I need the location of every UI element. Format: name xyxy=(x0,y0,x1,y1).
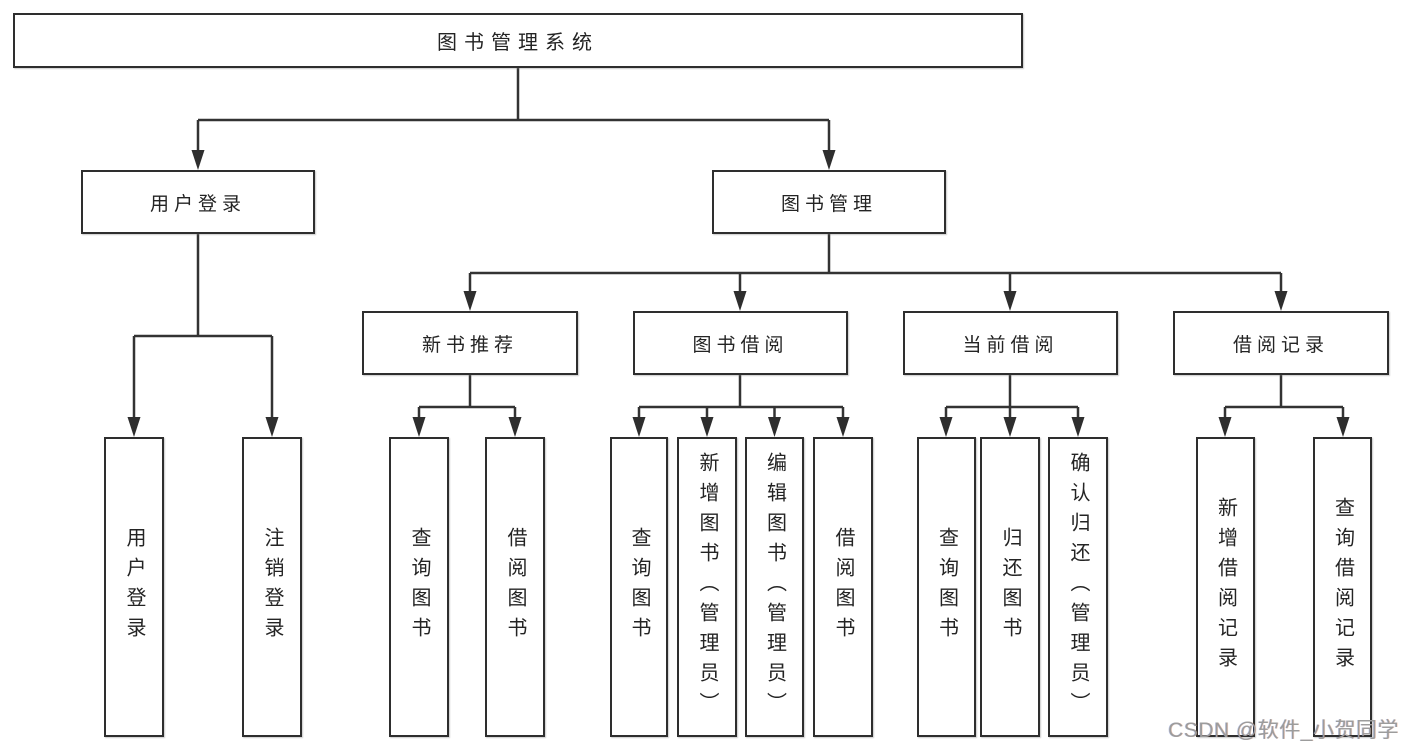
connector-new-book-recommend-to-leaves xyxy=(412,375,522,437)
connector-book-borrow-to-leaves xyxy=(632,375,850,437)
node-borrow-records: 借阅记录 xyxy=(1173,311,1389,375)
arrowhead-down-icon xyxy=(191,150,205,170)
leaf-query-borrow-record: 查询借阅记录 xyxy=(1313,437,1372,737)
connector-user-login-to-leaves xyxy=(127,234,279,437)
arrowhead-down-icon xyxy=(733,291,747,311)
leaf-logout: 注销登录 xyxy=(242,437,302,737)
leaf-query-books-borrow: 查询图书 xyxy=(610,437,668,737)
arrowhead-down-icon xyxy=(1274,291,1288,311)
leaf-return-books: 归还图书 xyxy=(980,437,1040,737)
arrowhead-down-icon xyxy=(836,417,850,437)
arrowhead-down-icon xyxy=(508,417,522,437)
node-user-login: 用户登录 xyxy=(81,170,315,234)
leaf-add-books-admin: 新增图书（管理员） xyxy=(677,437,737,737)
arrowhead-down-icon xyxy=(822,150,836,170)
arrowhead-down-icon xyxy=(412,417,426,437)
leaf-query-books-current: 查询图书 xyxy=(917,437,976,737)
leaf-borrow-books-recommend: 借阅图书 xyxy=(485,437,545,737)
leaf-borrow-books: 借阅图书 xyxy=(813,437,873,737)
node-current-borrow: 当前借阅 xyxy=(903,311,1118,375)
arrowhead-down-icon xyxy=(768,417,781,437)
connector-book-management-to-level3 xyxy=(463,234,1288,311)
leaf-confirm-return-admin: 确认归还（管理员） xyxy=(1048,437,1108,737)
connector-root-to-level2 xyxy=(191,68,836,170)
node-book-management: 图书管理 xyxy=(712,170,946,234)
arrowhead-down-icon xyxy=(939,417,953,437)
leaf-user-login: 用户登录 xyxy=(104,437,164,737)
arrowhead-down-icon xyxy=(1336,417,1350,437)
node-book-borrow: 图书借阅 xyxy=(633,311,848,375)
arrowhead-down-icon xyxy=(700,417,714,437)
leaf-query-books-recommend: 查询图书 xyxy=(389,437,449,737)
connector-current-borrow-to-leaves xyxy=(939,375,1085,437)
leaf-edit-books-admin: 编辑图书（管理员） xyxy=(745,437,804,737)
node-new-book-recommend: 新书推荐 xyxy=(362,311,578,375)
arrowhead-down-icon xyxy=(1003,291,1017,311)
watermark: CSDN @软件_小贺同学 xyxy=(1168,719,1399,742)
arrowhead-down-icon xyxy=(265,417,279,437)
arrowhead-down-icon xyxy=(127,417,141,437)
arrowhead-down-icon xyxy=(1071,417,1085,437)
node-system-root: 图书管理系统 xyxy=(13,13,1023,68)
leaf-add-borrow-record: 新增借阅记录 xyxy=(1196,437,1255,737)
arrowhead-down-icon xyxy=(463,291,477,311)
connector-borrow-records-to-leaves xyxy=(1218,375,1350,437)
arrowhead-down-icon xyxy=(632,417,646,437)
arrowhead-down-icon xyxy=(1003,417,1017,437)
arrowhead-down-icon xyxy=(1218,417,1232,437)
